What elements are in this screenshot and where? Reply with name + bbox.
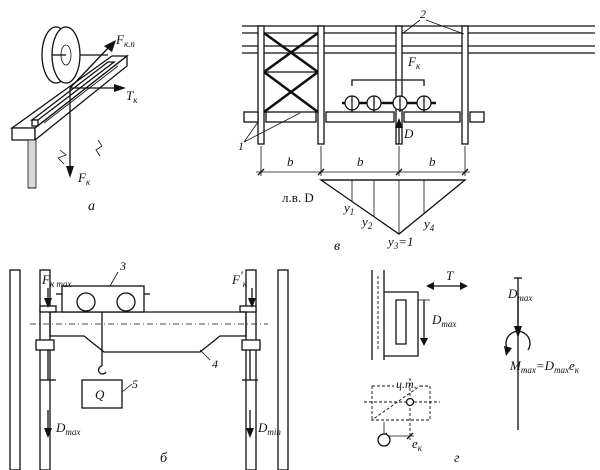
- label-fkprime: F′к: [231, 268, 248, 289]
- dim-tick-1: [257, 168, 265, 176]
- crane-beam-seg-1: [243, 111, 259, 123]
- label-dmax-mid: Dmax: [431, 312, 456, 329]
- leader-4: [199, 349, 211, 361]
- rail-head-front: [31, 119, 39, 127]
- panel-a: Fк.п Tк Fк а: [9, 26, 138, 214]
- force-fkp-arrowhead: [104, 40, 116, 52]
- caption-b: б: [160, 451, 168, 466]
- break-mark-2: [57, 149, 67, 165]
- dim-tick-3: [395, 168, 403, 176]
- label-tk: Tк: [126, 88, 138, 105]
- label-4: 4: [212, 357, 218, 371]
- dmax-arrowhead: [44, 428, 52, 438]
- load-block: [81, 379, 123, 409]
- label-fk-v: Fк: [407, 54, 421, 71]
- crane-beam-seg-5: [469, 111, 485, 123]
- panel-v: Fк D 2 1 b b b л.в. D y1 y2 y3=1: [238, 7, 595, 254]
- break-mark-1: [95, 139, 103, 157]
- label-dmax: Dmax: [55, 420, 80, 437]
- panel-g: T Dmax ц.т. eк Dmax Mmax=Dmaxeк г: [364, 268, 580, 466]
- dim-b-1: b: [287, 154, 294, 169]
- left-column-outer: [9, 269, 21, 470]
- force-fk-arrowhead: [66, 166, 74, 178]
- leader-1a: [243, 121, 259, 143]
- g-bolt-circle: [377, 433, 391, 447]
- label-y1: y1: [342, 200, 354, 217]
- rail-edge-line: [43, 65, 119, 124]
- brace-2: [263, 31, 319, 74]
- g-bracket: [384, 291, 419, 357]
- fkmax-arrowhead: [44, 298, 52, 308]
- crane-beam-seg-2: [265, 111, 317, 123]
- label-dmin: Dmin: [257, 420, 281, 437]
- right-column-inner: [245, 269, 257, 470]
- leader-3: [109, 271, 119, 287]
- hook: [97, 365, 107, 375]
- label-5: 5: [132, 377, 138, 391]
- crane-beam-seg-3: [325, 111, 395, 123]
- leader-1b: [243, 112, 301, 143]
- dim-tick-4: [461, 168, 469, 176]
- label-y3: y3=1: [386, 234, 414, 251]
- moment-arc: [505, 330, 531, 351]
- dmin-arrowhead: [246, 428, 254, 438]
- d-reaction-arrowhead: [395, 118, 403, 128]
- fk-bracket: [351, 79, 425, 86]
- crane-beam-seg-4: [403, 111, 461, 123]
- label-t: T: [446, 268, 454, 283]
- g-bracket-inner: [395, 299, 407, 345]
- influence-triangle: [318, 179, 467, 235]
- panel-b: Q 5 3 4 Fк max F′к Dmax Dmin б: [9, 259, 289, 470]
- column-2: [317, 25, 325, 145]
- leader-2b: [425, 19, 465, 35]
- caption-g: г: [454, 451, 460, 466]
- t-arrowhead-left: [426, 282, 434, 290]
- right-column-outer: [277, 269, 289, 470]
- center-of-gravity: [405, 397, 415, 407]
- bridge-girder: [49, 311, 247, 353]
- label-fkmax: Fк max: [41, 272, 71, 289]
- label-y2: y2: [360, 214, 373, 231]
- t-arrowhead-right: [460, 282, 468, 290]
- label-dmax-right: Dmax: [507, 286, 532, 303]
- right-rail-cap: [239, 305, 257, 313]
- moment-arc-arrowhead: [504, 346, 512, 356]
- label-y4: y4: [422, 216, 435, 233]
- label-fk: Fк: [77, 170, 91, 187]
- fkprime-arrowhead: [248, 298, 256, 308]
- leader-2a: [401, 19, 421, 35]
- g-section-outline: [370, 385, 431, 421]
- caption-a: а: [88, 199, 95, 214]
- rail-front-face: [11, 127, 36, 141]
- left-beam-block: [35, 339, 55, 351]
- brace-4: [263, 70, 319, 114]
- dim-b-2: b: [357, 154, 364, 169]
- label-1: 1: [238, 139, 244, 153]
- column-4: [461, 25, 469, 145]
- trolley-wheel-right: [116, 292, 136, 312]
- label-q: Q: [95, 387, 105, 402]
- label-3: 3: [119, 259, 126, 273]
- label-ek: eк: [412, 436, 423, 453]
- trolley-wheel-left: [76, 292, 96, 312]
- left-column-inner: [39, 269, 51, 470]
- influence-label: л.в. D: [282, 190, 314, 205]
- force-fkp-line: [69, 45, 111, 89]
- right-beam-block: [241, 339, 261, 351]
- leader-5: [121, 383, 133, 393]
- dim-b-3: b: [429, 154, 436, 169]
- caption-v: в: [334, 239, 340, 254]
- label-ct: ц.т.: [396, 377, 417, 391]
- label-d: D: [403, 126, 414, 141]
- label-2: 2: [420, 7, 426, 21]
- girder-web: [27, 139, 37, 189]
- label-fkp: Fк.п: [115, 32, 135, 49]
- label-mmax: Mmax=Dmaxeк: [509, 358, 580, 375]
- column-1: [257, 25, 265, 145]
- dmax-mid-arrowhead: [420, 338, 428, 346]
- force-tk-arrowhead: [114, 84, 126, 92]
- ek-tick-right: [406, 432, 414, 440]
- dim-tick-2: [317, 168, 325, 176]
